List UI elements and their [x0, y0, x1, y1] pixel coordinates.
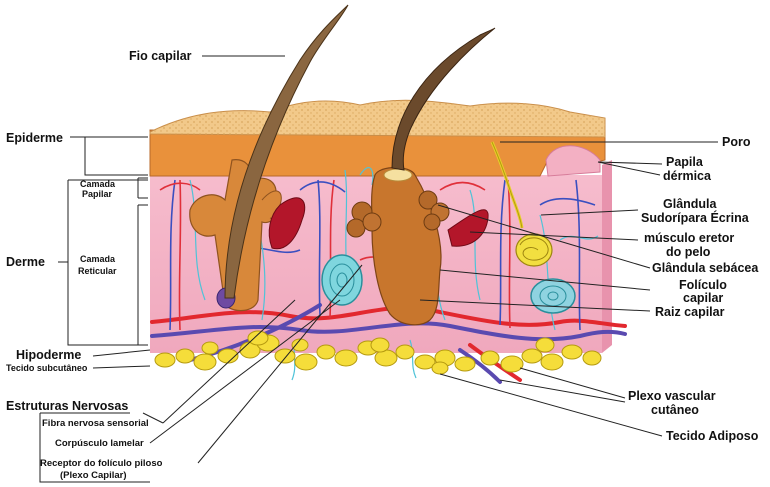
label-glandula-sebacea: Glândula sebácea [652, 261, 759, 275]
label-foliculo-2: capilar [683, 291, 723, 305]
fat-cell [374, 349, 398, 367]
fat-cell [480, 350, 500, 366]
label-glandula-ecrina-2: Sudorípara Écrina [641, 210, 750, 225]
label-raiz-capilar: Raiz capilar [655, 305, 725, 319]
label-camada-reticular-1: Camada [80, 254, 116, 264]
label-papila-2: dérmica [663, 169, 712, 183]
label-papila-1: Papila [666, 155, 704, 169]
fat-cell [395, 344, 415, 360]
label-hipoderme: Hipoderme [16, 348, 81, 362]
fat-cell [535, 337, 555, 353]
fat-cell [454, 356, 476, 372]
leader-lines [142, 55, 718, 464]
label-fibra-nervosa: Fibra nervosa sensorial [42, 418, 149, 429]
fat-cell [521, 348, 543, 364]
center-hair-follicle [346, 166, 489, 326]
fat-cell [274, 348, 296, 364]
label-derme: Derme [6, 255, 45, 269]
labels: Fio capilar Epiderme Camada Papilar Derm… [6, 49, 759, 481]
fat-cell [540, 353, 564, 371]
fat-cell [154, 352, 176, 368]
label-camada-reticular-2: Reticular [78, 266, 117, 276]
fat-cell [201, 341, 219, 355]
sebaceous-gland-shape [346, 190, 450, 238]
fat-cell [370, 337, 390, 353]
fat-cell [316, 344, 336, 360]
fat-cell [561, 344, 583, 360]
label-glandula-ecrina-1: Glândula [663, 197, 718, 211]
fat-cell [291, 338, 309, 352]
adipose-tissue [154, 330, 602, 375]
label-plexo-1: Plexo vascular [628, 389, 716, 403]
label-receptor-2: (Plexo Capilar) [60, 470, 127, 481]
label-estruturas-nervosas: Estruturas Nervosas [6, 399, 128, 413]
sweat-gland-coil [515, 233, 553, 267]
hair-shafts [224, 4, 496, 299]
fat-cell [193, 353, 217, 371]
label-musculo-2: do pelo [666, 245, 711, 259]
label-musculo-1: músculo eretor [644, 231, 734, 245]
label-tecido-subcutaneo: Tecido subcutâneo [6, 363, 88, 373]
epidermis-layer [149, 99, 606, 177]
label-plexo-2: cutâneo [651, 403, 699, 417]
fat-cell [414, 354, 436, 370]
lamellar-corpuscles [321, 254, 576, 314]
fat-cell [175, 348, 195, 364]
label-fio-capilar: Fio capilar [129, 49, 192, 63]
label-poro: Poro [722, 135, 751, 149]
label-receptor-1: Receptor do folículo piloso [40, 458, 163, 469]
fat-cell [294, 353, 318, 371]
fat-cell [431, 361, 449, 375]
label-epiderme: Epiderme [6, 131, 63, 145]
fat-cell [334, 349, 358, 367]
label-camada-papilar-2: Papilar [82, 189, 113, 199]
fat-cell [500, 355, 524, 373]
label-foliculo-1: Folículo [679, 278, 727, 292]
left-brackets [39, 136, 151, 483]
label-corpusculo-lamelar: Corpúsculo lamelar [55, 438, 144, 449]
label-camada-papilar-1: Camada [80, 179, 116, 189]
nerve-fibers [189, 167, 599, 381]
label-tecido-adiposo: Tecido Adiposo [666, 429, 759, 443]
fat-cell [247, 330, 269, 346]
fat-cell [582, 350, 602, 366]
